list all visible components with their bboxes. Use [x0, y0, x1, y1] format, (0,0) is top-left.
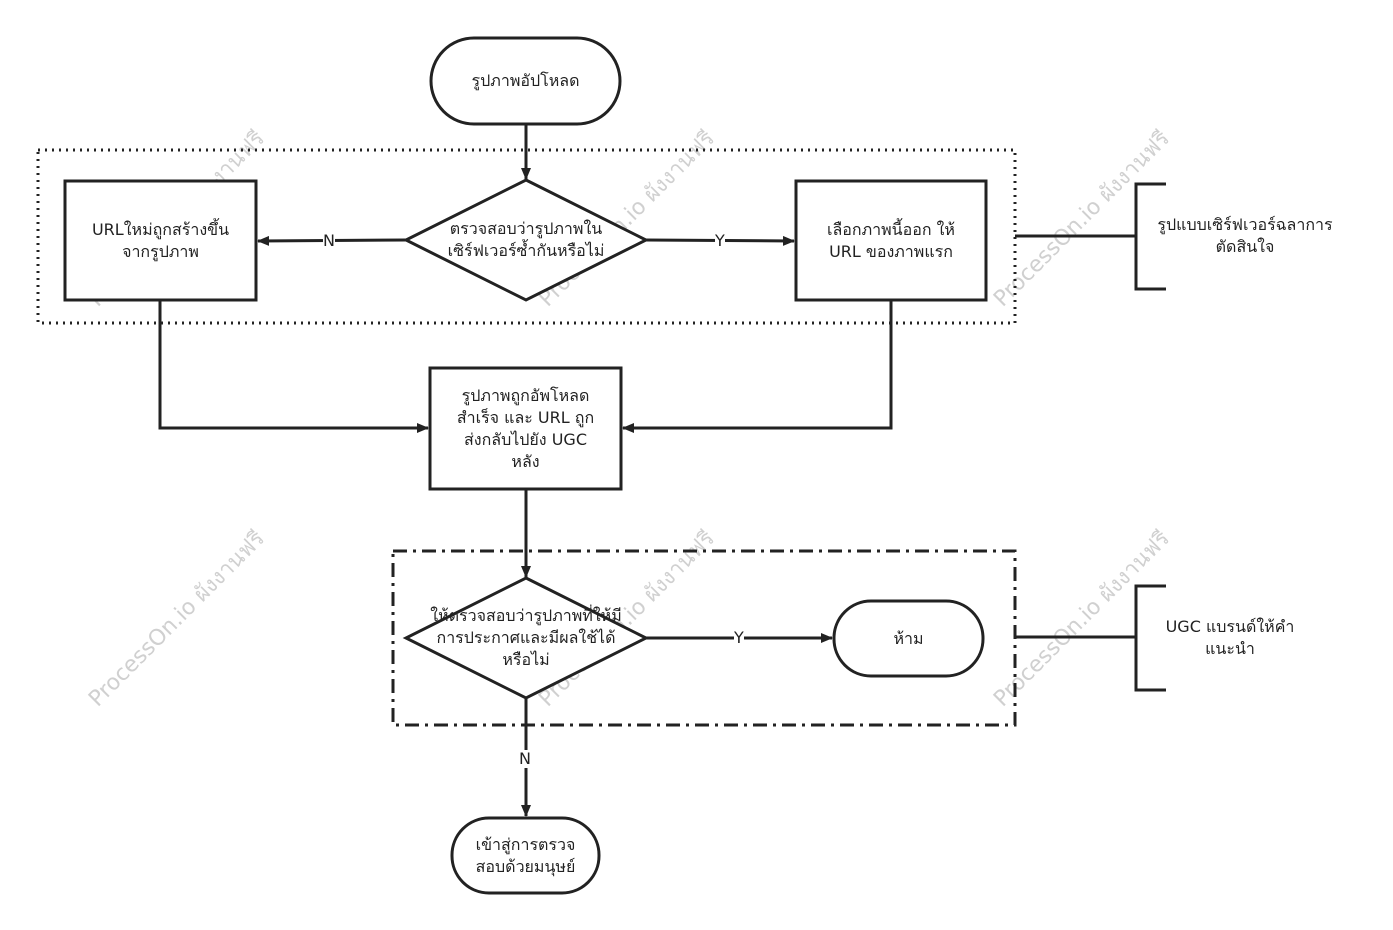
edge-label-dup-yes: Y	[715, 231, 725, 250]
forbid-terminator[interactable]	[832, 599, 985, 678]
choose-existing-label: เลือกภาพนี้ออก ให้ URL ของภาพแรก	[827, 219, 955, 261]
check-duplicate-label: ตรวจสอบว่ารูปภาพใน เซิร์ฟเวอร์ซ้ำกันหรือ…	[447, 219, 605, 260]
new-url-box[interactable]	[63, 179, 258, 302]
note-ugc-brand: UGC แบรนด์ให้คำ แนะนำ	[1165, 617, 1295, 658]
edge-label-publish-yes: Y	[734, 628, 744, 647]
note-server-decision: รูปแบบเซิร์ฟเวอร์ฉลาการ ตัดสินใจ	[1157, 215, 1333, 256]
note-bracket-2	[1134, 584, 1166, 692]
check-duplicate-diamond[interactable]	[402, 178, 650, 302]
edge-choose-to-success	[622, 300, 893, 433]
forbid-label: ห้าม	[893, 628, 924, 648]
edge-newurl-to-success	[158, 300, 429, 433]
upload-success-label: รูปภาพถูกอัพโหลด สำเร็จ และ URL ถูก ส่งก…	[456, 385, 595, 471]
group-dotted	[36, 148, 1017, 325]
note-bracket-1	[1134, 182, 1166, 291]
edge-label-publish-no: N	[519, 749, 531, 768]
choose-existing-box[interactable]	[794, 179, 988, 302]
human-review-terminator[interactable]	[450, 816, 601, 895]
new-url-label: URLใหม่ถูกสร้างขึ้น จากรูปภาพ	[91, 219, 230, 261]
check-publish-label: ให้ตรวจสอบว่ารูปภาพที่ให้มี การประกาศและ…	[430, 606, 622, 669]
human-review-label: เข้าสู่การตรวจ สอบด้วยมนุษย์	[475, 834, 576, 876]
edge-label-dup-no: N	[323, 231, 335, 250]
start-label: รูปภาพอัปโหลด	[471, 71, 580, 90]
